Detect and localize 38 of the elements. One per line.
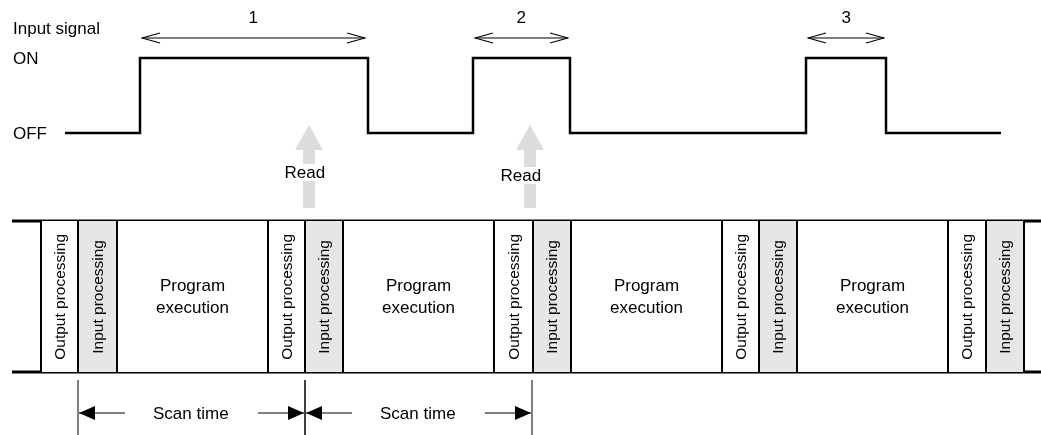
- pulse-number: 2: [514, 9, 528, 26]
- program-execution-box: [796, 221, 949, 372]
- step-label: Output processing: [959, 233, 975, 360]
- input-processing-box: [758, 221, 798, 372]
- step-label: Output processing: [505, 233, 522, 360]
- output-processing-box: [947, 221, 987, 372]
- step-label: Input processing: [770, 239, 786, 354]
- step-label: Output processing: [278, 233, 295, 360]
- program-execution-box: [116, 221, 269, 372]
- pulse-number: 3: [839, 9, 853, 26]
- step-label: Program execution: [835, 275, 910, 318]
- step-label: Program execution: [381, 275, 456, 318]
- step-label: Program execution: [155, 275, 230, 318]
- step-label: Input processing: [316, 239, 332, 354]
- dimension-label: Scan time: [151, 405, 231, 422]
- output-processing-box: [721, 221, 760, 372]
- step-label: Input processing: [997, 239, 1013, 354]
- input-processing-box: [304, 221, 344, 372]
- read-label: Read: [282, 164, 328, 181]
- input-processing-box: [77, 221, 118, 372]
- output-processing-box: [493, 221, 534, 372]
- step-label: Input processing: [89, 239, 106, 354]
- pulse-number: 1: [246, 9, 260, 26]
- step-label: Output processing: [732, 233, 749, 360]
- level-label: ON: [13, 50, 39, 67]
- step-label: Program execution: [609, 275, 684, 318]
- step-label: Output processing: [51, 233, 68, 360]
- program-execution-box: [570, 221, 723, 372]
- read-label: Read: [498, 167, 544, 184]
- axis-label: Input signal: [13, 20, 100, 37]
- output-processing-box: [40, 221, 79, 372]
- output-processing-box: [267, 221, 306, 372]
- dimension-label: Scan time: [378, 405, 458, 422]
- level-label: OFF: [13, 125, 47, 142]
- step-label: Input processing: [544, 239, 560, 354]
- input-processing-box: [532, 221, 572, 372]
- input-processing-box: [985, 221, 1025, 372]
- program-execution-box: [342, 221, 495, 372]
